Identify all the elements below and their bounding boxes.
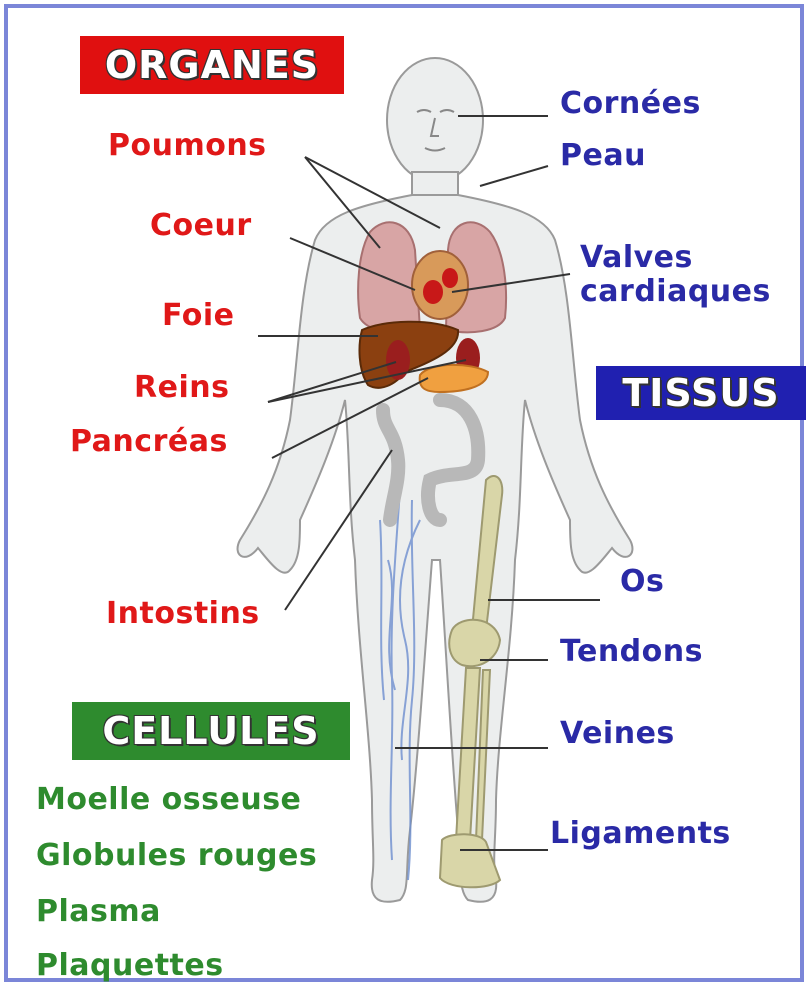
label-peau: Peau xyxy=(560,138,646,173)
label-ligaments: Ligaments xyxy=(550,816,731,851)
label-foie: Foie xyxy=(162,298,235,333)
label-coeur: Coeur xyxy=(150,208,252,243)
label-intestins: Intostins xyxy=(106,596,260,631)
label-tendons: Tendons xyxy=(560,634,703,669)
label-veines: Veines xyxy=(560,716,675,751)
label-valves: Valves xyxy=(580,240,693,275)
tissus-header: TISSUS xyxy=(596,366,806,420)
label-pancreas: Pancréas xyxy=(70,424,228,459)
label-os: Os xyxy=(620,564,664,599)
label-cornees: Cornées xyxy=(560,86,701,121)
label-plasma: Plasma xyxy=(36,894,161,929)
label-poumons: Poumons xyxy=(108,128,267,163)
organes-header: ORGANES xyxy=(80,36,344,94)
heart xyxy=(412,251,468,319)
label-cardiaques: cardiaques xyxy=(580,274,771,309)
label-reins: Reins xyxy=(134,370,229,405)
cellules-header: CELLULES xyxy=(72,702,350,760)
label-globules-rouges: Globules rouges xyxy=(36,838,317,873)
label-plaquettes: Plaquettes xyxy=(36,948,224,983)
label-moelle-osseuse: Moelle osseuse xyxy=(36,782,301,817)
